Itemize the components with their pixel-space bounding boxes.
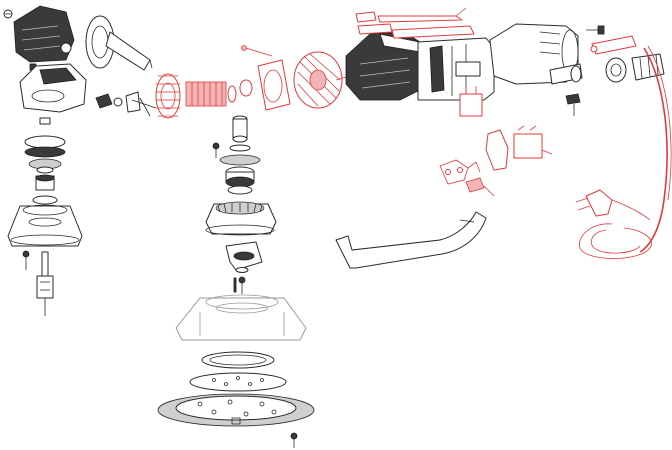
left-base-flange [7,204,83,247]
switch-linkage-red [355,7,475,39]
left-spindle-shaft [36,251,54,316]
center-drive-train [155,45,357,119]
left-gear-head-assembly [3,5,157,316]
main-handle-bar [335,211,487,269]
armature-coil [293,51,351,109]
wiring-terminal [439,159,481,185]
carbon-brush [465,177,495,197]
motor-housing [345,23,579,101]
red-key-pin [241,45,273,57]
eccentric-counterweight [225,241,263,271]
spindle-lock-parts [95,91,157,117]
brush-holder-ring [257,59,291,111]
gear-cover-housing [13,5,75,63]
spindle-bushing [232,115,248,143]
left-gear-stack [24,117,66,205]
intermediate-ring [201,351,275,369]
bearing-large [225,166,255,195]
power-cord [578,45,672,259]
switch-box [513,125,553,159]
center-spindle-stack [157,115,315,448]
foam-interface [189,372,287,392]
pad-support-ring [175,294,307,341]
armature-fan [185,79,253,107]
gear-flange [205,201,277,236]
washer-1 [229,144,251,152]
plug [575,189,651,221]
bevel-gear [155,73,181,119]
electrical-components [439,86,553,197]
screw-top-left [3,9,13,19]
cable-clamp [565,93,581,116]
cable-sleeve-red [590,35,637,55]
gear-housing [19,63,87,113]
rear-screw [586,25,605,35]
pad-screw [290,432,298,448]
side-handle [85,15,153,71]
capacitor-small [459,86,483,117]
sanding-pad [157,393,315,427]
center-screw [212,142,220,158]
rear-cable-parts [549,25,672,259]
strain-relief [549,53,665,85]
small-washers [233,267,249,294]
left-small-screws [22,250,30,270]
bearing-cup [219,154,261,166]
switch-clip [485,129,509,171]
